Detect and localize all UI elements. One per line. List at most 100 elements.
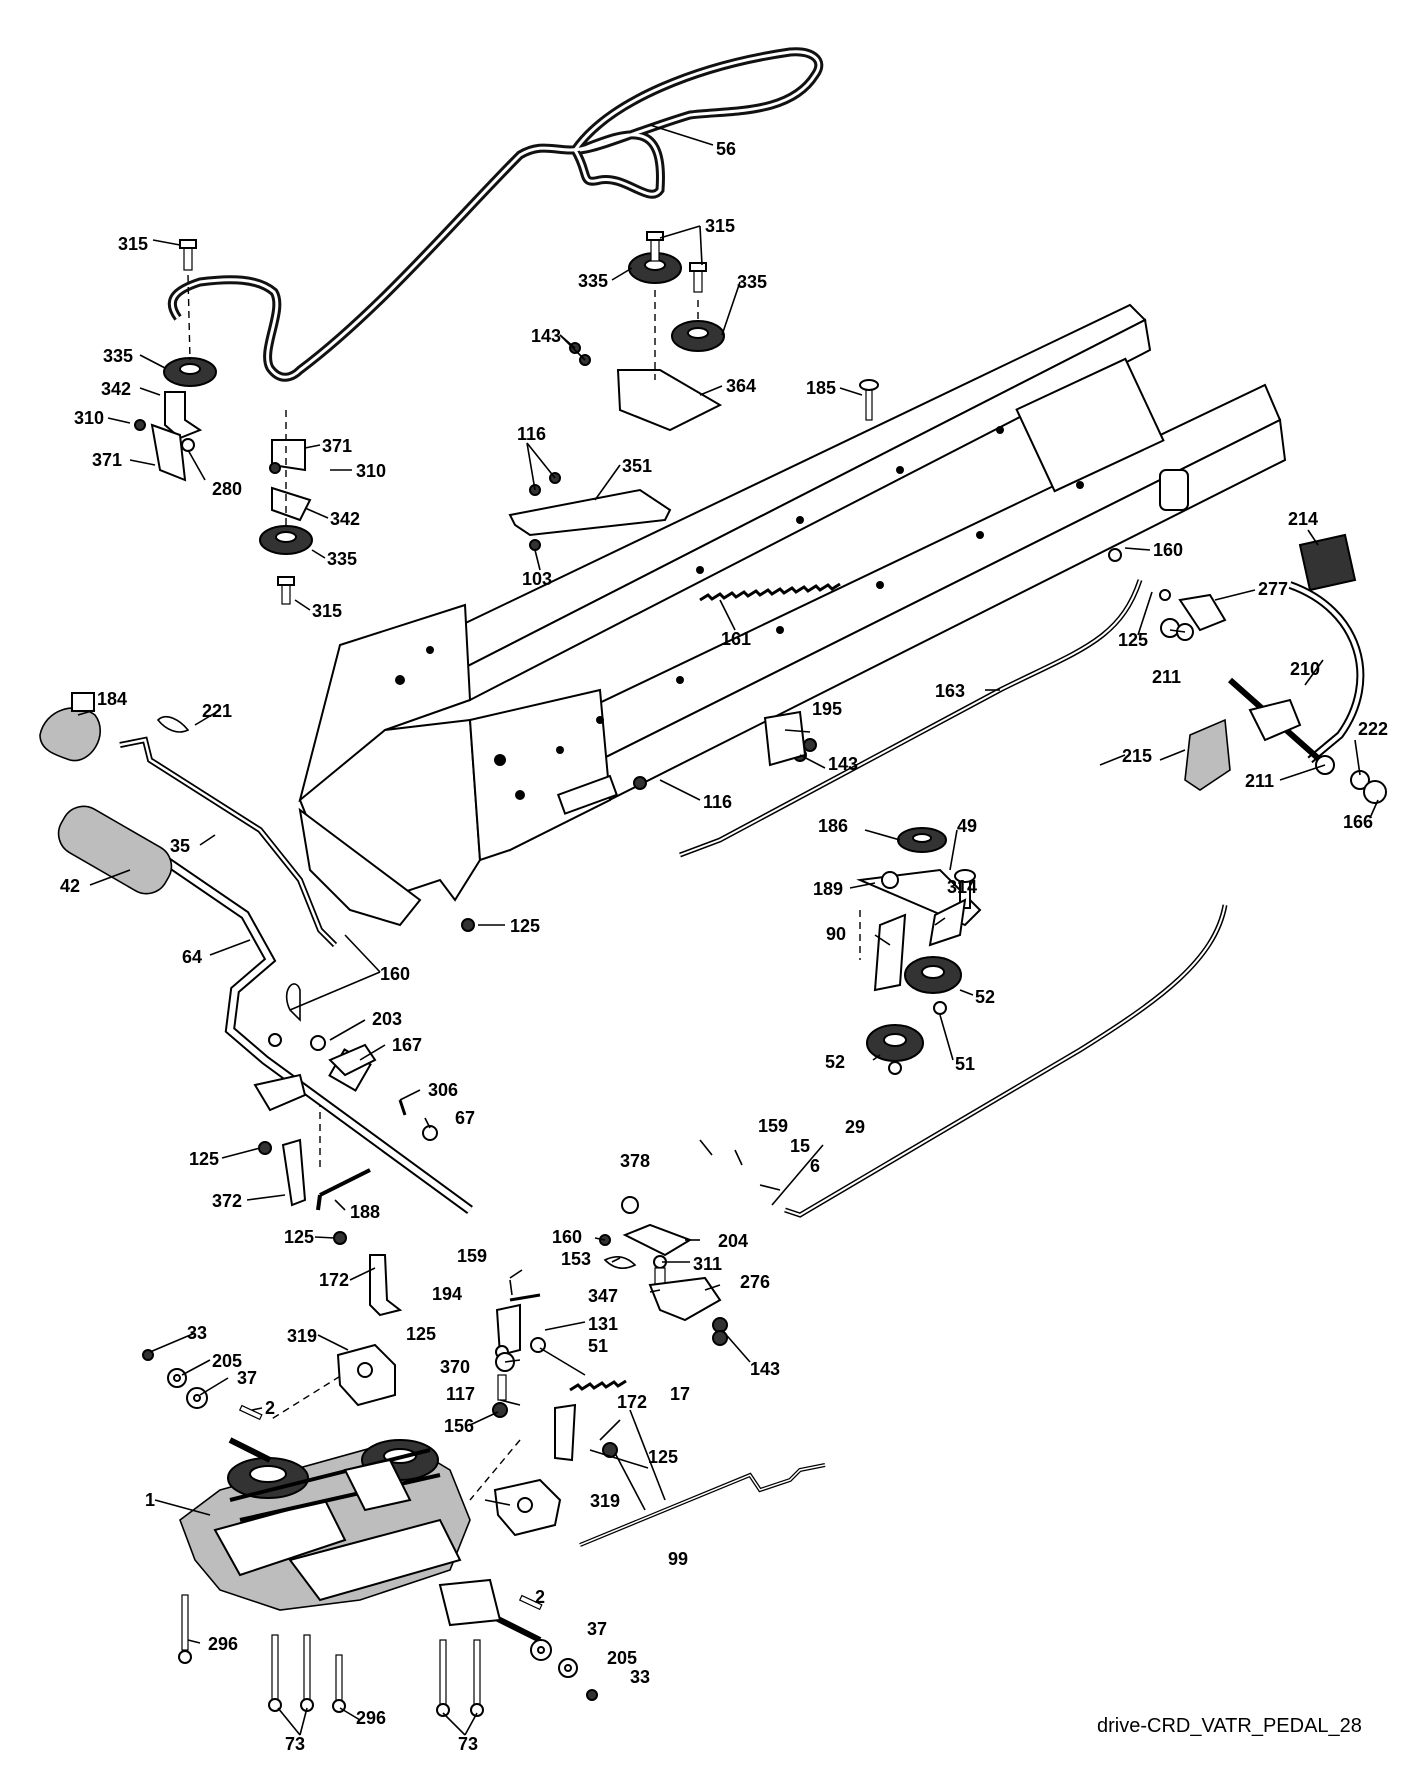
callout-143: 143: [750, 1359, 780, 1379]
callout-335: 335: [327, 549, 357, 569]
callout-319: 319: [287, 1326, 317, 1346]
callout-319: 319: [590, 1491, 620, 1511]
callout-221: 221: [202, 701, 232, 721]
callout-51: 51: [955, 1054, 975, 1074]
callout-296: 296: [208, 1634, 238, 1654]
callout-372: 372: [212, 1191, 242, 1211]
callout-296: 296: [356, 1708, 386, 1728]
mount-block: [336, 1343, 396, 1407]
bolt: [689, 262, 707, 293]
callout-37: 37: [237, 1368, 257, 1388]
callout-167: 167: [392, 1035, 422, 1055]
callout-370: 370: [440, 1357, 470, 1377]
alignment-lines: [187, 274, 861, 1501]
callout-52: 52: [825, 1052, 845, 1072]
callout-315: 315: [705, 216, 735, 236]
callout-131: 131: [588, 1314, 618, 1334]
callout-159: 159: [758, 1116, 788, 1136]
callout-203: 203: [372, 1009, 402, 1029]
callout-125: 125: [648, 1447, 678, 1467]
callout-161: 161: [721, 629, 751, 649]
callout-205: 205: [212, 1351, 242, 1371]
callout-37: 37: [587, 1619, 607, 1639]
callout-371: 371: [322, 436, 352, 456]
control-rod: [784, 904, 1228, 1218]
callout-335: 335: [578, 271, 608, 291]
callout-159: 159: [457, 1246, 487, 1266]
callout-1: 1: [145, 1490, 155, 1510]
callout-160: 160: [552, 1227, 582, 1247]
transaxle: [179, 1437, 542, 1643]
callout-378: 378: [620, 1151, 650, 1171]
tractor-frame: [298, 303, 1287, 927]
callout-49: 49: [957, 816, 977, 836]
callout-160: 160: [380, 964, 410, 984]
bolt: [179, 239, 197, 271]
callout-315: 315: [118, 234, 148, 254]
drive-pedal-arm: [1160, 533, 1387, 804]
hardware: [134, 342, 1194, 932]
callout-33: 33: [630, 1667, 650, 1687]
callout-73: 73: [458, 1734, 478, 1754]
drive-belt: [167, 47, 824, 382]
pedal-knob: [39, 692, 101, 762]
clip: [156, 715, 190, 733]
callout-143: 143: [828, 754, 858, 774]
callout-29: 29: [845, 1117, 865, 1137]
callout-276: 276: [740, 1272, 770, 1292]
part-callouts: 56 315 335 342 310 371 280 371 310 342 3…: [60, 139, 1388, 1754]
bypass-rod: [579, 1463, 826, 1547]
callout-347: 347: [588, 1286, 618, 1306]
callout-125: 125: [284, 1227, 314, 1247]
callout-156: 156: [444, 1416, 474, 1436]
callout-35: 35: [170, 836, 190, 856]
callout-342: 342: [101, 379, 131, 399]
callout-364: 364: [726, 376, 756, 396]
callout-311: 311: [693, 1254, 722, 1274]
bolt: [277, 576, 295, 605]
callout-342: 342: [330, 509, 360, 529]
pedal-pad: [57, 805, 173, 895]
idler-pulley: [163, 357, 217, 387]
callout-33: 33: [187, 1323, 207, 1343]
callout-90: 90: [826, 924, 846, 944]
callout-214: 214: [1288, 509, 1318, 529]
callout-125: 125: [510, 916, 540, 936]
callout-195: 195: [812, 699, 842, 719]
callout-172: 172: [319, 1270, 349, 1290]
callout-64: 64: [182, 947, 202, 967]
callout-56: 56: [716, 139, 736, 159]
idler-bracket: [150, 391, 203, 482]
callout-116: 116: [703, 792, 732, 812]
callout-310: 310: [356, 461, 386, 481]
callout-103: 103: [522, 569, 552, 589]
callout-143: 143: [531, 326, 561, 346]
callout-99: 99: [668, 1549, 688, 1569]
callout-125: 125: [189, 1149, 219, 1169]
mounting-bolts: [178, 1594, 484, 1717]
callout-184: 184: [97, 689, 127, 709]
callout-204: 204: [718, 1231, 748, 1251]
callout-73: 73: [285, 1734, 305, 1754]
callout-188: 188: [350, 1202, 380, 1222]
callout-185: 185: [806, 378, 836, 398]
callout-205: 205: [607, 1648, 637, 1668]
callout-314: 314: [947, 877, 977, 897]
callout-117: 117: [446, 1384, 475, 1404]
callout-215: 215: [1122, 746, 1152, 766]
callout-306: 306: [428, 1080, 458, 1100]
leader-lines: [77, 124, 1379, 1736]
idler-pulley: [671, 320, 725, 352]
callout-17: 17: [670, 1384, 690, 1404]
callout-67: 67: [455, 1108, 475, 1128]
callout-52: 52: [975, 987, 995, 1007]
callout-210: 210: [1290, 659, 1320, 679]
diagram-caption: drive-CRD_VATR_PEDAL_28: [1097, 1715, 1362, 1737]
callout-222: 222: [1358, 719, 1388, 739]
callout-335: 335: [737, 272, 767, 292]
brake-rod: [679, 579, 1143, 858]
callout-125: 125: [406, 1324, 436, 1344]
callout-166: 166: [1343, 812, 1373, 832]
speed-rod: [119, 736, 338, 948]
